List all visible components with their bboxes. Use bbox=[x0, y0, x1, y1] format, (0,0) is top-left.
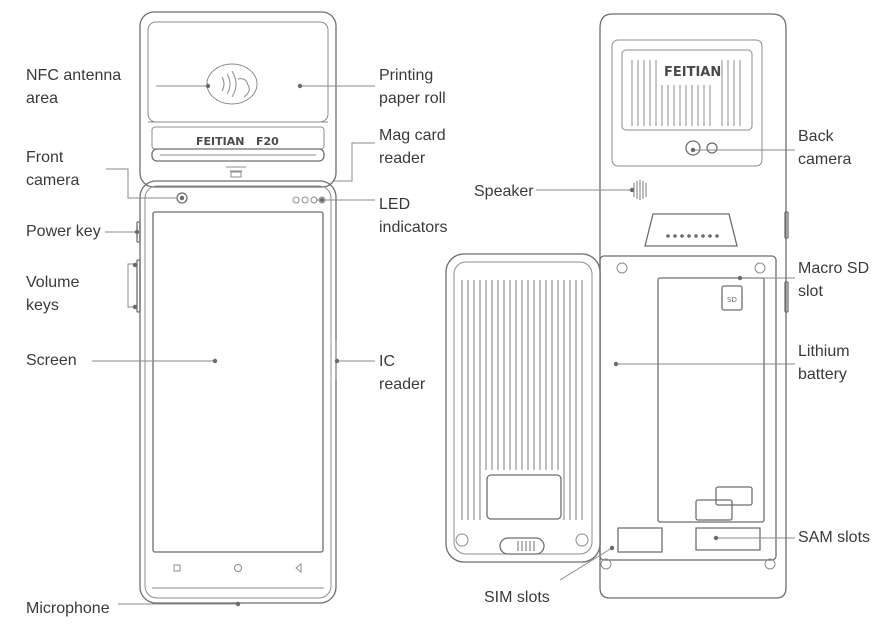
speaker-grille bbox=[633, 180, 647, 200]
front-brand: FEITIAN bbox=[196, 135, 244, 148]
label-sim-line1: SIM slots bbox=[484, 589, 550, 606]
label-volume-keys-line2: keys bbox=[26, 297, 59, 314]
label-ic-reader: IC reader bbox=[379, 350, 425, 396]
mag-card-slot bbox=[151, 148, 325, 162]
label-mag-card-line2: reader bbox=[379, 150, 426, 167]
contact-pins bbox=[666, 234, 719, 238]
label-screen: Screen bbox=[26, 349, 77, 372]
label-nfc-line1: NFC antenna bbox=[26, 67, 122, 84]
label-printing-line1: Printing bbox=[379, 67, 434, 84]
label-sim-slots: SIM slots bbox=[484, 586, 550, 609]
label-volume-keys: Volume keys bbox=[26, 271, 79, 317]
back-brand: FEITIAN bbox=[664, 65, 721, 80]
label-mag-card-line1: Mag card bbox=[379, 127, 446, 144]
volume-keys bbox=[136, 259, 141, 313]
label-nfc-line2: area bbox=[26, 90, 59, 107]
back-cover-ribs bbox=[461, 280, 583, 520]
back-leaders bbox=[536, 147, 795, 581]
back-device: FEITIAN SD bbox=[445, 13, 789, 599]
label-led-indicators: LED indicators bbox=[379, 193, 447, 239]
label-printing-paper-roll: Printing paper roll bbox=[379, 64, 446, 110]
front-device: FEITIAN F20 bbox=[136, 11, 337, 604]
label-front-camera-line1: Front bbox=[26, 149, 64, 166]
printer-head bbox=[139, 11, 337, 188]
label-power-key-line1: Power key bbox=[26, 223, 101, 240]
label-back-camera-line1: Back bbox=[798, 128, 834, 145]
cover-latch bbox=[499, 537, 545, 555]
battery-bay bbox=[599, 255, 777, 561]
front-leaders bbox=[92, 83, 375, 607]
front-camera-lens bbox=[176, 192, 188, 204]
label-led-line1: LED bbox=[379, 196, 411, 213]
label-back-camera: Back camera bbox=[798, 125, 851, 171]
contact-bump bbox=[644, 213, 738, 247]
label-sam-slots: SAM slots bbox=[798, 526, 870, 549]
sd-card-mark: SD bbox=[727, 296, 737, 304]
label-volume-keys-line1: Volume bbox=[26, 274, 80, 291]
screen bbox=[152, 211, 324, 553]
label-speaker-line1: Speaker bbox=[474, 183, 534, 200]
label-nfc-antenna-area: NFC antenna area bbox=[26, 64, 121, 110]
label-macro-sd-slot: Macro SD slot bbox=[798, 257, 869, 303]
label-microphone: Microphone bbox=[26, 597, 110, 620]
nav-home-icon bbox=[234, 564, 242, 572]
label-microphone-line1: Microphone bbox=[26, 600, 110, 617]
lithium-battery bbox=[657, 277, 765, 523]
label-speaker: Speaker bbox=[474, 180, 534, 203]
nfc-icon bbox=[206, 63, 258, 105]
label-printing-line2: paper roll bbox=[379, 90, 446, 107]
back-camera-lens bbox=[685, 140, 701, 156]
label-mag-card-reader: Mag card reader bbox=[379, 124, 446, 170]
label-battery-line1: Lithium bbox=[798, 343, 850, 360]
label-lithium-battery: Lithium battery bbox=[798, 340, 850, 386]
label-sd-line1: Macro SD bbox=[798, 260, 870, 277]
label-ic-line2: reader bbox=[379, 376, 426, 393]
label-sam-line1: SAM slots bbox=[798, 529, 871, 546]
nav-square-icon bbox=[173, 564, 181, 572]
label-sd-line2: slot bbox=[798, 283, 823, 300]
sd-card bbox=[721, 285, 743, 311]
label-led-line2: indicators bbox=[379, 219, 448, 236]
label-front-camera-line2: camera bbox=[26, 172, 80, 189]
front-body bbox=[139, 180, 337, 604]
label-battery-line2: battery bbox=[798, 366, 847, 383]
front-model: F20 bbox=[256, 135, 279, 148]
label-screen-line1: Screen bbox=[26, 352, 77, 369]
nav-back-icon bbox=[295, 562, 302, 574]
label-back-camera-line2: camera bbox=[798, 151, 852, 168]
label-power-key: Power key bbox=[26, 220, 101, 243]
label-ic-line1: IC bbox=[379, 353, 395, 370]
printer-vent-grille bbox=[631, 60, 741, 126]
back-body bbox=[599, 13, 787, 599]
label-front-camera: Front camera bbox=[26, 146, 79, 192]
